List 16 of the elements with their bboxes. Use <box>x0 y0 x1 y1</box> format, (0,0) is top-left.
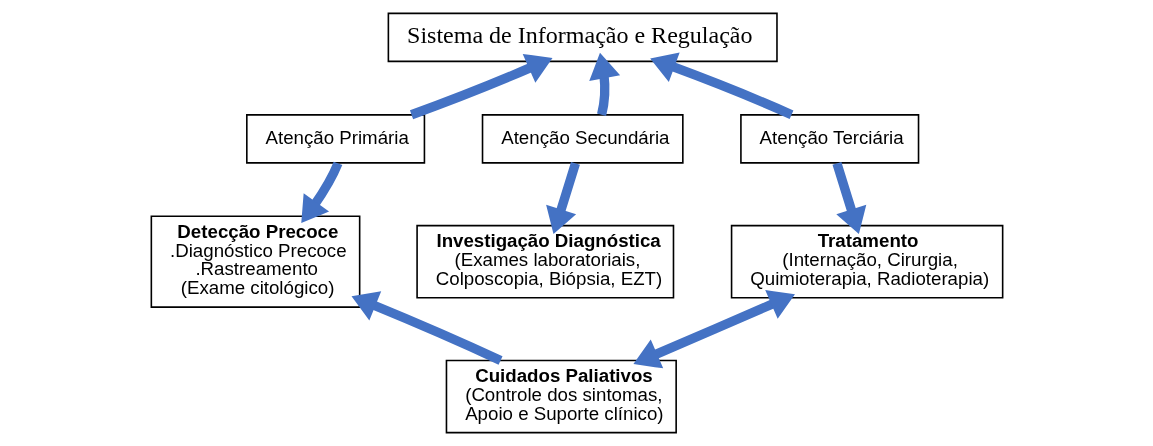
node-box: Tratamento (Internação, Cirurgia, Quimioterapia, Radioterapia) <box>730 224 1003 299</box>
node-box: Cuidados Paliativos (Controle dos sintomas, Apoio e Suporte clínico) <box>445 359 677 434</box>
node-box: Detecção Precoce .Diagnóstico Precoce .Rastreamento (Exame citológico) <box>150 215 360 308</box>
node-box: Atenção Secundária <box>481 114 684 164</box>
arrow <box>649 52 793 119</box>
arrow <box>632 290 795 369</box>
arrow <box>588 52 620 116</box>
arrow <box>300 161 342 224</box>
arrow <box>831 162 866 234</box>
node-box: Investigação Diagnóstica (Exames laboratoriais, Colposcopia, Biópsia, EZT) <box>415 224 674 299</box>
arrow <box>545 162 580 234</box>
arrow <box>409 53 552 120</box>
arrow <box>351 291 503 365</box>
node-box: Atenção Terciária <box>739 114 919 164</box>
node-box: Sistema de Informação e Regulação <box>387 12 778 63</box>
node-box: Atenção Primária <box>245 114 425 164</box>
